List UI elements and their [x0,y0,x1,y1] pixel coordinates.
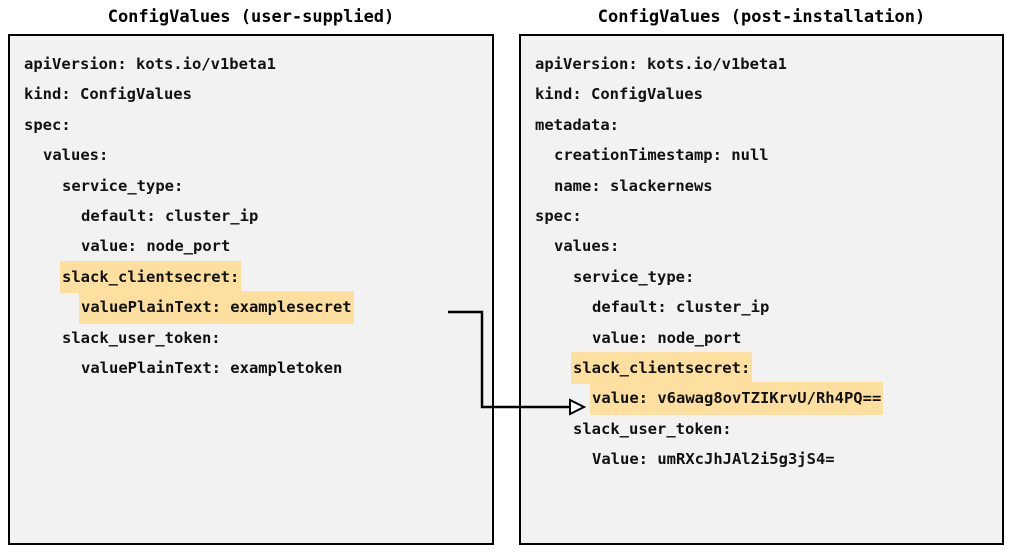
code-text: value: v6awag8ovTZIKrvU/Rh4PQ== [590,382,884,415]
code-text: slack_clientsecret: [60,260,242,294]
code-text: apiVersion: kots.io/v1beta1 [535,55,787,73]
code-text: value: node_port [592,328,742,347]
code-box-user-supplied: apiVersion: kots.io/v1beta1 kind: Config… [8,34,494,545]
code-line: service_type: [10,170,492,200]
code-text: service_type: [62,176,184,195]
code-line: value: node_port [10,230,492,260]
code-box-post-installation: apiVersion: kots.io/v1beta1 kind: Config… [519,34,1004,545]
code-line: spec: [521,200,1002,230]
panel-user-supplied: ConfigValues (user-supplied) apiVersion:… [8,0,494,545]
code-text: Value: umRXcJhJAl2i5g3jS4= [592,450,835,469]
code-line-highlighted: valuePlainText: examplesecret [10,291,492,324]
code-text: kind: ConfigValues [24,85,192,104]
panel-title-user-supplied: ConfigValues (user-supplied) [107,7,395,27]
code-line: kind: ConfigValues [10,78,492,108]
code-text: kind: ConfigValues [535,85,703,104]
code-line: name: slackernews [521,170,1002,200]
code-text: apiVersion: kots.io/v1beta1 [24,55,276,73]
code-line: creationTimestamp: null [521,139,1002,169]
code-line: valuePlainText: exampletoken [10,352,492,382]
code-text: slack_user_token: [62,328,221,347]
panel-post-installation: ConfigValues (post-installation) apiVers… [519,0,1004,545]
code-text: valuePlainText: examplesecret [79,291,354,324]
code-line: values: [10,139,492,169]
code-text: name: slackernews [554,176,713,195]
code-text: service_type: [573,267,695,286]
code-text: valuePlainText: exampletoken [81,358,343,377]
code-text: slack_user_token: [573,419,732,438]
code-line: service_type: [521,261,1002,291]
code-text: default: cluster_ip [81,206,259,225]
code-text: spec: [24,115,71,134]
code-text: slack_clientsecret: [571,351,753,385]
code-line: values: [521,230,1002,260]
code-line: apiVersion: kots.io/v1beta1 [521,48,1002,78]
code-line: apiVersion: kots.io/v1beta1 [10,48,492,78]
code-text: values: [43,146,109,165]
code-line: slack_user_token: [10,322,492,352]
code-line: slack_user_token: [521,413,1002,443]
code-line: spec: [10,109,492,139]
code-line: metadata: [521,109,1002,139]
code-line-highlighted: slack_clientsecret: [10,260,492,294]
code-line: value: node_port [521,322,1002,352]
code-line-highlighted: slack_clientsecret: [521,351,1002,385]
code-text: default: cluster_ip [592,298,770,317]
code-text: metadata: [535,115,619,134]
panel-title-post-installation: ConfigValues (post-installation) [597,7,926,27]
code-line: default: cluster_ip [521,291,1002,321]
code-line: default: cluster_ip [10,200,492,230]
code-text: values: [554,237,620,256]
code-line: Value: umRXcJhJAl2i5g3jS4= [521,443,1002,473]
code-text: spec: [535,206,582,225]
code-line: kind: ConfigValues [521,78,1002,108]
code-text: value: node_port [81,237,231,256]
code-line-highlighted: value: v6awag8ovTZIKrvU/Rh4PQ== [521,382,1002,415]
code-text: creationTimestamp: null [554,146,769,165]
